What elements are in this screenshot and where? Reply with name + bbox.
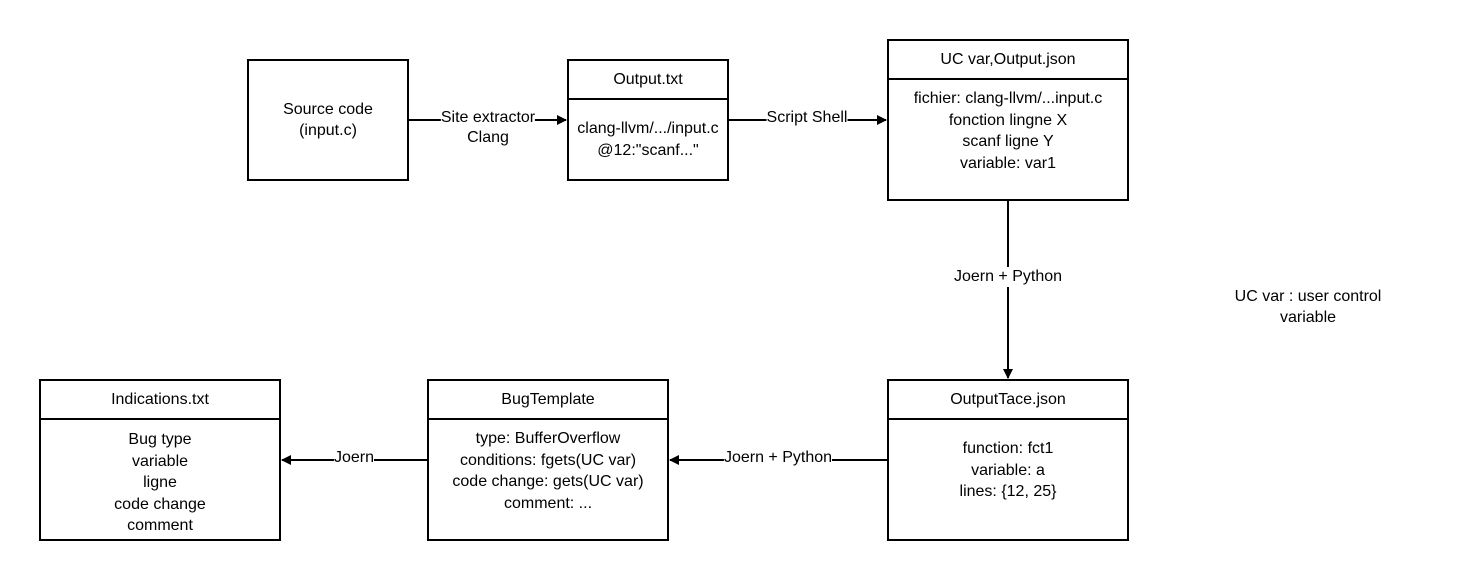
node-bug-template[interactable]: BugTemplate type: BufferOverflow conditi… (427, 379, 669, 541)
node-output-txt-line: clang-llvm/.../input.c (577, 120, 719, 137)
edge-label-joern-python-horizontal: Joern + Python (723, 448, 833, 468)
node-bug-template-line: type: BufferOverflow (475, 430, 621, 447)
node-source-code-line: (input.c) (299, 122, 357, 139)
node-output-tace-json-body: function: fct1 variable: a lines: {12, 2… (889, 438, 1127, 503)
node-output-tace-json[interactable]: OutputTace.json function: fct1 variable:… (887, 379, 1129, 541)
node-uc-var-output-json-line: variable: var1 (959, 154, 1057, 172)
node-output-txt-line: @12:"scanf..." (597, 141, 699, 159)
node-output-tace-json-line: function: fct1 (962, 440, 1054, 457)
legend-note-line: variable (1279, 309, 1337, 326)
node-uc-var-output-json-line: scanf ligne Y (962, 133, 1054, 150)
node-indications-txt[interactable]: Indications.txt Bug type variable ligne … (39, 379, 281, 541)
edge-label-line: Clang (467, 129, 509, 146)
legend-note-line: UC var : user control (1234, 288, 1382, 305)
node-bug-template-title: BugTemplate (429, 381, 667, 420)
node-output-tace-json-line: lines: {12, 25} (959, 483, 1057, 500)
node-indications-txt-title: Indications.txt (41, 381, 279, 420)
node-uc-var-output-json-line: fichier: clang-llvm/...input.c (913, 90, 1103, 107)
node-output-txt-body: clang-llvm/.../input.c @12:"scanf..." (569, 118, 727, 161)
node-indications-txt-line: Bug type (128, 431, 192, 448)
node-indications-txt-line: ligne (143, 474, 177, 491)
node-indications-txt-line: comment (127, 517, 193, 534)
node-output-tace-json-line: variable: a (971, 461, 1045, 479)
edge-label-line: Site extractor (440, 109, 536, 126)
node-indications-txt-line: variable (131, 452, 189, 470)
node-source-code-line: Source code (283, 101, 373, 118)
node-uc-var-output-json-title: UC var,Output.json (889, 41, 1127, 80)
legend-note: UC var : user control variable (1235, 286, 1382, 328)
node-uc-var-output-json[interactable]: UC var,Output.json fichier: clang-llvm/.… (887, 39, 1129, 201)
node-indications-txt-body: Bug type variable ligne code change comm… (41, 429, 279, 537)
node-uc-var-output-json-line: fonction lingne X (948, 111, 1068, 129)
edge-label-site-extractor: Site extractor Clang (440, 108, 536, 148)
node-output-txt-title: Output.txt (569, 61, 727, 100)
edge-label-joern-python-vertical: Joern + Python (953, 267, 1063, 287)
node-indications-txt-line: code change (114, 495, 206, 513)
node-bug-template-line: comment: ... (503, 494, 593, 512)
node-source-code-body: Source code (input.c) (249, 61, 407, 179)
node-bug-template-line: code change: gets(UC var) (452, 473, 644, 490)
node-bug-template-line: conditions: fgets(UC var) (459, 451, 637, 469)
edge-label-script-shell: Script Shell (766, 108, 848, 128)
node-output-txt[interactable]: Output.txt clang-llvm/.../input.c @12:"s… (567, 59, 729, 181)
node-bug-template-body: type: BufferOverflow conditions: fgets(U… (429, 428, 667, 514)
edge-label-joern: Joern (333, 448, 375, 468)
node-output-tace-json-title: OutputTace.json (889, 381, 1127, 420)
node-source-code[interactable]: Source code (input.c) (247, 59, 409, 181)
node-uc-var-output-json-body: fichier: clang-llvm/...input.c fonction … (889, 88, 1127, 174)
